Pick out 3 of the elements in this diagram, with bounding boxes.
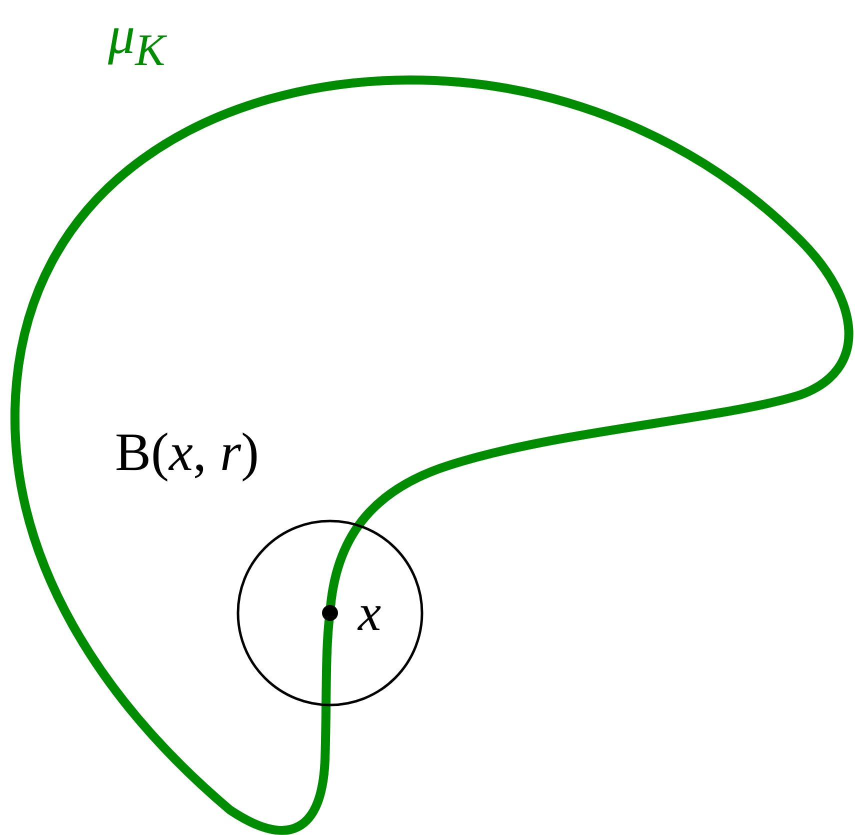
point-label: x	[358, 588, 382, 640]
ball-label: B(x, r)	[115, 425, 259, 479]
curve-label: μ$_{K}$	[108, 8, 166, 73]
